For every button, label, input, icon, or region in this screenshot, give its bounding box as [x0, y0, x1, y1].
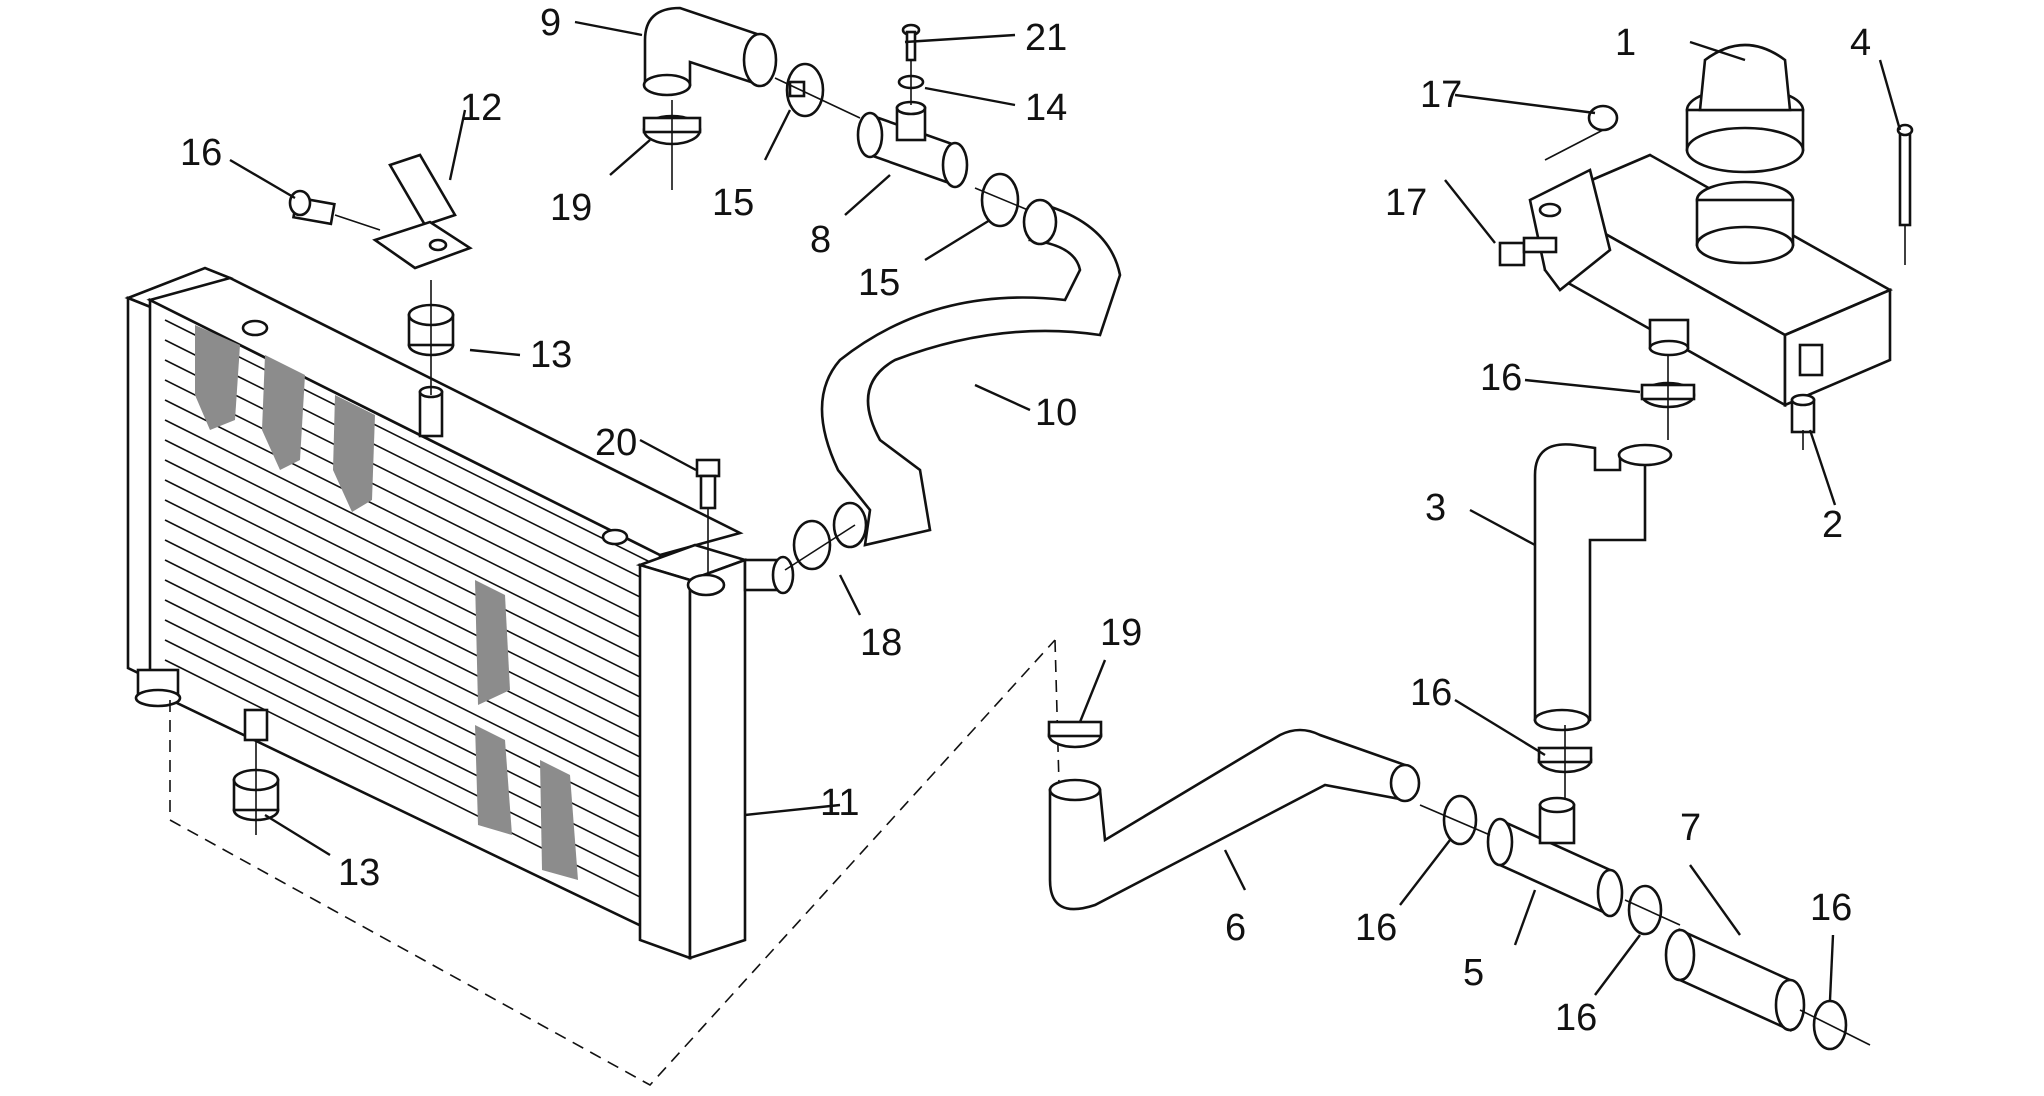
radiator: [124, 266, 795, 960]
tee-8: [856, 100, 969, 189]
callout-4: 4: [1850, 22, 1871, 64]
screw-22: [897, 23, 925, 105]
bolt-17-right: [1498, 236, 1558, 267]
reservoir-tank: [1528, 153, 1893, 408]
callout-10: 10: [1035, 392, 1077, 434]
clamp-19-lower: [1047, 720, 1103, 749]
callout-19b: 19: [1100, 612, 1142, 654]
callout-13a: 13: [530, 334, 572, 376]
callout-20: 19: [550, 187, 592, 229]
callout-6: 6: [1225, 907, 1246, 949]
callout-1: 1: [1615, 22, 1636, 64]
callout-16b: 16: [1410, 672, 1452, 714]
callout-9: 9: [540, 2, 561, 44]
cap-1: [1685, 43, 1805, 174]
callout-16a: 16: [1480, 357, 1522, 399]
callout-19a: 18: [860, 622, 902, 664]
callout-12: 12: [460, 87, 502, 129]
callout-16d: 16: [1555, 997, 1597, 1039]
callout-7: 7: [1680, 807, 1701, 849]
callout-17b: 17: [1385, 182, 1427, 224]
callout-17a: 16: [180, 132, 222, 174]
callout-13b: 13: [338, 852, 380, 894]
callout-16c: 16: [1355, 907, 1397, 949]
bolt-21: [695, 458, 721, 575]
clamp-19-upper: [784, 519, 856, 571]
callout-labels: 1 2 3 4 5 6 7 8 9 10 11 12 13 13 14 15 1…: [180, 2, 1871, 1039]
callout-5: 5: [1463, 952, 1484, 994]
callout-11: 11: [820, 782, 859, 824]
hose-6: [1048, 728, 1421, 911]
callout-16e: 16: [1810, 887, 1852, 929]
clamp-16-d: [1624, 884, 1681, 936]
callout-21: 20: [595, 422, 637, 464]
callout-15a: 15: [712, 182, 754, 224]
callout-3: 3: [1425, 487, 1446, 529]
grommet-2: [1790, 393, 1816, 450]
bracket-12: [288, 153, 473, 270]
grommet-13-bottom: [232, 740, 280, 835]
pin-4: [1896, 123, 1914, 265]
hose-10: [820, 198, 1122, 549]
leader-lines: [229, 20, 1902, 1001]
tee-5: [1486, 796, 1624, 918]
grommet-13-top: [407, 280, 455, 395]
clamp-20: [642, 100, 702, 190]
callout-18: 17: [1420, 74, 1462, 116]
clamp-16-a: [1640, 355, 1696, 440]
clamp-16-b: [1537, 725, 1593, 805]
callout-2: 2: [1822, 504, 1843, 546]
callout-8: 8: [810, 219, 831, 261]
callout-22: 21: [1025, 17, 1067, 59]
nut-18: [1544, 104, 1619, 161]
hose-9: [642, 6, 778, 97]
clamp-16-e: [1799, 999, 1871, 1051]
callout-14: 14: [1025, 87, 1067, 129]
callout-15b: 15: [858, 262, 900, 304]
hose-3: [1533, 443, 1673, 732]
clamp-16-c: [1419, 794, 1491, 846]
hose-7: [1664, 927, 1806, 1033]
clamp-15-upper: [774, 62, 861, 119]
